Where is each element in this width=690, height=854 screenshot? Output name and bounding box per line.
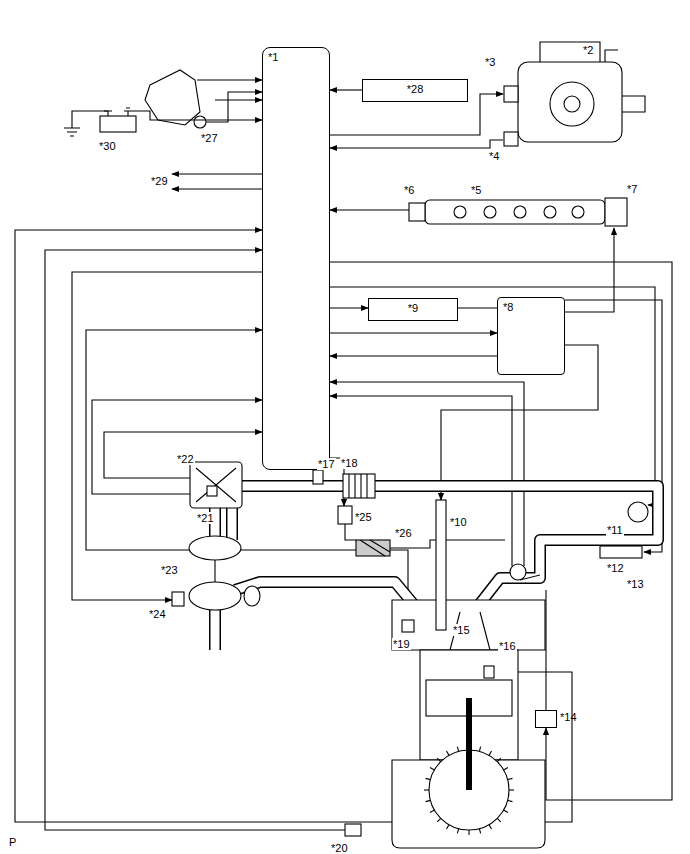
signal-wire <box>206 92 262 122</box>
callout-number: *13 <box>626 578 645 590</box>
signal-wire <box>197 79 262 80</box>
egr-passage <box>345 524 505 548</box>
callout-number: *11 <box>606 524 624 536</box>
callout-number: *30 <box>98 140 117 152</box>
callout-number: *1 <box>268 51 324 64</box>
callout-number: *6 <box>403 184 415 196</box>
component-box: *28 <box>362 79 468 102</box>
egr-valve <box>510 564 526 580</box>
temp-sensor <box>313 470 323 484</box>
supply-pump <box>518 62 622 142</box>
pressure-sensor <box>600 546 642 558</box>
pressure-limiter <box>605 198 627 226</box>
signal-wire <box>72 272 262 600</box>
callout-number: *10 <box>449 516 468 528</box>
callout-number: *25 <box>354 511 373 523</box>
callout-number: *7 <box>626 183 638 195</box>
driver-box: *8 <box>497 297 565 375</box>
signal-wire <box>565 228 614 312</box>
rail-ports <box>454 206 584 218</box>
vsv <box>172 592 184 606</box>
airflow-meter <box>207 486 217 496</box>
connector <box>330 355 497 356</box>
callout-number: *5 <box>470 184 482 196</box>
signal-wire <box>330 140 503 148</box>
ground-symbol <box>64 111 108 136</box>
filter-cross <box>196 468 236 502</box>
turbo-compressor <box>189 536 241 560</box>
callout-number: *27 <box>200 132 219 144</box>
valves <box>450 612 490 650</box>
pump-fitting <box>540 42 645 112</box>
egr-cooler <box>356 540 390 556</box>
callout-number: *28 <box>368 83 462 96</box>
connecting-rod <box>466 698 472 790</box>
ecm-box: *1 <box>262 47 330 470</box>
callout-number: *19 <box>392 638 411 650</box>
pedal-pivot <box>194 116 206 128</box>
cylinder-head <box>392 600 545 650</box>
callout-number: *22 <box>176 453 195 465</box>
turbo-shaft <box>214 560 215 582</box>
signal-wire <box>565 300 662 552</box>
injector <box>436 500 446 630</box>
pump-shaft <box>564 96 580 112</box>
pressure-hose <box>545 590 546 710</box>
throttle-body <box>628 502 648 522</box>
callout-number: *24 <box>148 608 167 620</box>
callout-number: *9 <box>374 302 452 315</box>
callout-number: *18 <box>340 457 359 469</box>
power-wire <box>132 111 262 120</box>
signal-wire <box>330 382 524 566</box>
egr-vsv <box>338 506 352 524</box>
callout-number: *26 <box>394 527 413 539</box>
callout-number: *29 <box>150 175 169 187</box>
turbo-turbine <box>189 582 241 610</box>
connector <box>330 89 362 90</box>
callout-number: *21 <box>196 512 215 524</box>
callout-number: *12 <box>606 562 625 574</box>
battery-symbol <box>100 116 136 132</box>
cooler-hatch <box>360 540 390 556</box>
intercooler-fins <box>349 474 367 498</box>
output-wire <box>172 188 262 189</box>
callout-number: *8 <box>503 301 559 314</box>
callout-number: *14 <box>560 711 577 724</box>
pipes <box>215 486 658 650</box>
connector <box>330 262 672 800</box>
callout-number: *20 <box>330 842 349 854</box>
wastegate-actuator <box>244 586 260 606</box>
pump-flange <box>550 82 594 126</box>
component-box: *9 <box>368 298 458 321</box>
rail-pressure-sensor <box>409 203 425 221</box>
callout-number: *3 <box>484 56 496 68</box>
callout-number: *15 <box>452 624 471 636</box>
common-rail <box>425 200 605 224</box>
signal-wire <box>330 209 409 210</box>
connector <box>330 332 497 333</box>
callout-number: *17 <box>317 458 336 470</box>
callout-number: *23 <box>160 564 179 576</box>
intercooler <box>343 474 375 498</box>
connector <box>330 307 368 308</box>
callout-number: *4 <box>488 150 500 162</box>
crank-sensor <box>345 824 361 836</box>
fuel-temp-sensor <box>504 132 518 146</box>
gear-teeth <box>424 745 514 835</box>
sensor-box: *14 <box>535 710 557 728</box>
callout-number: P <box>8 836 17 848</box>
callout-number: *2 <box>582 44 594 56</box>
cam-sensor <box>484 666 494 678</box>
battery-terminal <box>104 108 132 116</box>
head-sensor <box>402 620 414 632</box>
callout-number: *16 <box>498 640 517 652</box>
signal-wire <box>215 99 262 100</box>
output-wire <box>172 173 262 174</box>
air-cleaner <box>190 462 242 508</box>
scv-valve <box>504 86 518 102</box>
connector <box>458 307 497 308</box>
foot <box>145 70 200 125</box>
